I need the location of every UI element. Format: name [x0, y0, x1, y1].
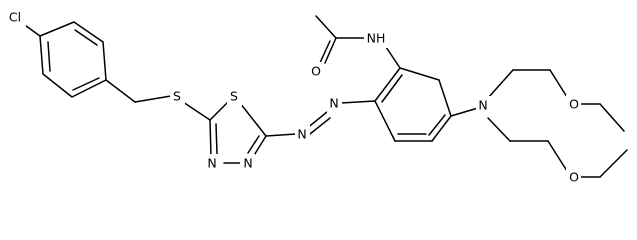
atom-nh: NH: [364, 30, 389, 48]
bond: [47, 41, 51, 72]
atom-cl: Cl: [4, 9, 26, 27]
atom-s-thioether: S: [170, 86, 185, 104]
bond: [315, 15, 337, 39]
bond: [599, 103, 625, 132]
atom-label-layer: Cl S S N N N N NH: [4, 9, 581, 186]
bond: [239, 102, 267, 137]
bond: [431, 115, 452, 142]
atom-n-azo-a: N: [295, 125, 310, 143]
atom-label-o-carbonyl: O: [311, 64, 321, 79]
bond: [381, 74, 403, 103]
atom-n-amine: N: [476, 96, 491, 114]
bond: [39, 21, 75, 37]
atom-label-n-ring-a: N: [207, 156, 216, 171]
atom-label-n-amine: N: [478, 98, 487, 113]
bond: [599, 149, 628, 178]
bond: [487, 69, 514, 99]
atom-o-carbonyl: O: [309, 62, 324, 80]
atom-label-n-azo-b: N: [329, 96, 338, 111]
bond: [39, 35, 44, 75]
bond: [73, 21, 104, 43]
atom-n-ring-b: N: [240, 154, 255, 172]
bond: [71, 79, 107, 98]
atom-label-nh: NH: [367, 31, 386, 46]
atom-label-cl: Cl: [9, 10, 21, 25]
bond: [42, 73, 73, 98]
bond: [428, 114, 446, 136]
bond: [450, 107, 479, 117]
bond: [309, 117, 331, 135]
bond: [72, 77, 100, 91]
bond: [209, 101, 229, 121]
atom-label-s-thioether: S: [173, 89, 181, 104]
atom-label-n-ring-b: N: [243, 156, 252, 171]
bond: [438, 79, 452, 117]
bond: [374, 100, 396, 142]
bond: [102, 41, 107, 81]
atom-label-o-ether-top: O: [569, 97, 579, 112]
bond: [399, 67, 440, 81]
bond: [374, 67, 401, 102]
atom-o-ether-top: O: [566, 95, 581, 113]
bond-layer: [21, 15, 628, 178]
bond: [547, 140, 568, 172]
atom-label-s-ring: S: [230, 89, 238, 104]
atom-o-ether-bottom: O: [566, 168, 581, 186]
bond: [105, 79, 136, 103]
atom-label-o-ether-bottom: O: [569, 170, 579, 185]
bond: [182, 101, 211, 121]
bond: [134, 95, 172, 103]
bond: [215, 123, 218, 155]
bond: [247, 135, 260, 154]
bond: [252, 135, 267, 158]
atom-n-azo-b: N: [327, 95, 342, 113]
bond: [209, 119, 212, 158]
bond: [340, 100, 376, 104]
bond: [549, 69, 568, 98]
atom-label-n-azo-a: N: [297, 127, 306, 142]
molecule-structure-diagram: Cl S S N N N N NH: [4, 9, 628, 186]
bond: [318, 40, 331, 66]
atom-n-ring-a: N: [204, 154, 219, 172]
bond: [487, 117, 511, 142]
bond: [265, 133, 297, 137]
bond: [324, 37, 337, 64]
atom-s-ring: S: [227, 88, 242, 106]
bond: [74, 29, 98, 46]
